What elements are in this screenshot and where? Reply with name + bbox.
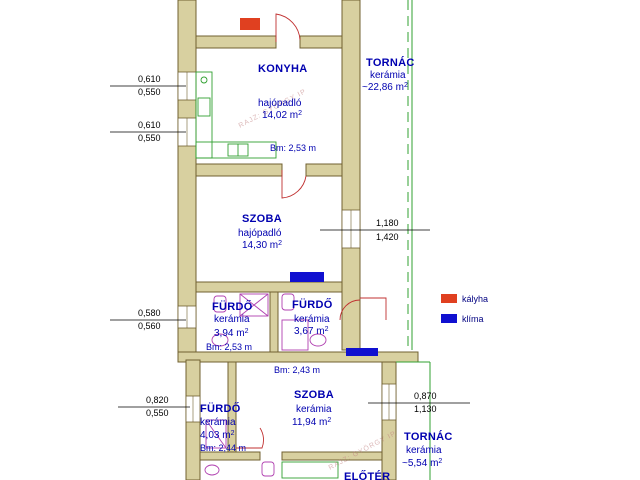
dim-4-bottom: 0,560 [138,321,161,331]
bathroom-fixtures [204,293,327,477]
door-furdo3 [236,427,264,449]
room-furdo3-bm: Bm: 2,44 m [200,443,246,453]
ac-marker-szoba2 [346,348,378,356]
dim-3-top: 1,180 [376,218,399,228]
wall-right-lower [381,361,397,480]
ac-marker-szoba1 [290,272,324,282]
wall-top-right [299,35,343,49]
room-tornac2-floor: kerámia [406,445,442,456]
door-konyha-szoba [281,170,307,199]
dim-2-top: 0,610 [138,120,161,130]
room-tornac1-name: TORNÁC [366,56,415,69]
wall-upper-bottom [177,351,419,363]
legend-swatch-kalyha [441,294,457,303]
toilet-2-icon [281,293,295,311]
dim-1-top: 0,610 [138,74,161,84]
wall-lower-horizontal-right [281,451,383,461]
wall-lower-horizontal-left [199,451,261,461]
dim-6-top: 0,870 [414,391,437,401]
shower-2-icon [205,419,227,449]
dim-6-bottom: 1,130 [414,404,437,414]
room-szoba2-floor: kerámia [296,404,332,415]
washbasin-icon [211,333,229,347]
porch-outline [396,0,431,480]
toilet-icon [213,295,227,313]
stove-heater-marker [240,18,260,30]
washbasin-2-icon [309,333,327,347]
room-tornac2-area: ~5,54 m2 [402,458,442,470]
wall-szoba-furdo [195,281,343,293]
room-szoba2-area: 11,94 m2 [292,417,331,429]
room-tornac1-floor: kerámia [370,70,406,81]
room-eloter-name: ELŐTÉR [344,470,390,480]
room-furdo1-bm: Bm: 2,53 m [206,342,252,352]
wall-konyha-szoba-left [195,163,283,177]
room-furdo3-floor: kerámia [200,417,236,428]
room-tornac2-name: TORNÁC [404,430,453,443]
bathtub-icon [281,319,309,351]
tap-icon [200,76,208,84]
room-szoba2-name: SZOBA [294,389,334,401]
room-furdo1-name: FÜRDŐ [212,300,253,313]
toilet-3-icon [261,461,275,477]
sink-icon [197,97,211,117]
legend-label-kalyha: kályha [462,294,488,304]
room-furdo2-name: FÜRDŐ [292,298,333,311]
lower-fixtures [281,461,339,479]
room-konyha-bm: Bm: 2,53 m [270,143,316,153]
wall-top-left [195,35,277,49]
door-furdo2-arc [339,299,361,321]
dim-1-bottom: 0,550 [138,87,161,97]
room-furdo2-floor: kerámia [294,314,330,325]
wall-konyha-szoba-right [305,163,343,177]
room-szoba2-bm: Bm: 2,43 m [274,365,320,375]
dim-2-bottom: 0,550 [138,133,161,143]
room-tornac1-area: ~22,86 m2 [362,82,408,94]
room-furdo2-area: 3,67 m2 [294,326,329,338]
dim-5-top: 0,820 [146,395,169,405]
wall-furdo-divider [269,291,279,355]
room-konyha-name: KONYHA [258,63,307,75]
room-furdo3-name: FÜRDŐ [200,402,241,415]
room-konyha-area: 14,02 m2 [262,110,302,122]
washbasin-3-icon [204,464,220,476]
dim-5-bottom: 0,550 [146,408,169,418]
doors [236,13,387,449]
lower-counter [281,461,339,479]
door-top [275,13,301,42]
legend: kályha klíma [441,294,488,324]
room-szoba1-area: 14,30 m2 [242,240,282,252]
wall-right-upper [341,0,361,351]
room-szoba1-floor: hajópadló [238,228,282,239]
room-furdo1-floor: kerámia [214,314,250,325]
room-furdo1-area: 3,94 m2 [214,328,249,340]
legend-swatch-klima [441,314,457,323]
dim-3-bottom: 1,420 [376,232,399,242]
shower-icon [239,293,269,317]
room-konyha-floor: hajópadló [258,98,302,109]
kitchen-fixtures [195,71,277,159]
room-szoba1-name: SZOBA [242,213,282,225]
kitchen-counter-bottom [195,141,277,159]
door-furdo2 [360,297,387,320]
dimension-lines [110,85,470,408]
dim-4-top: 0,580 [138,308,161,318]
room-furdo3-area: 4,03 m2 [200,430,235,442]
legend-label-klima: klíma [462,314,484,324]
